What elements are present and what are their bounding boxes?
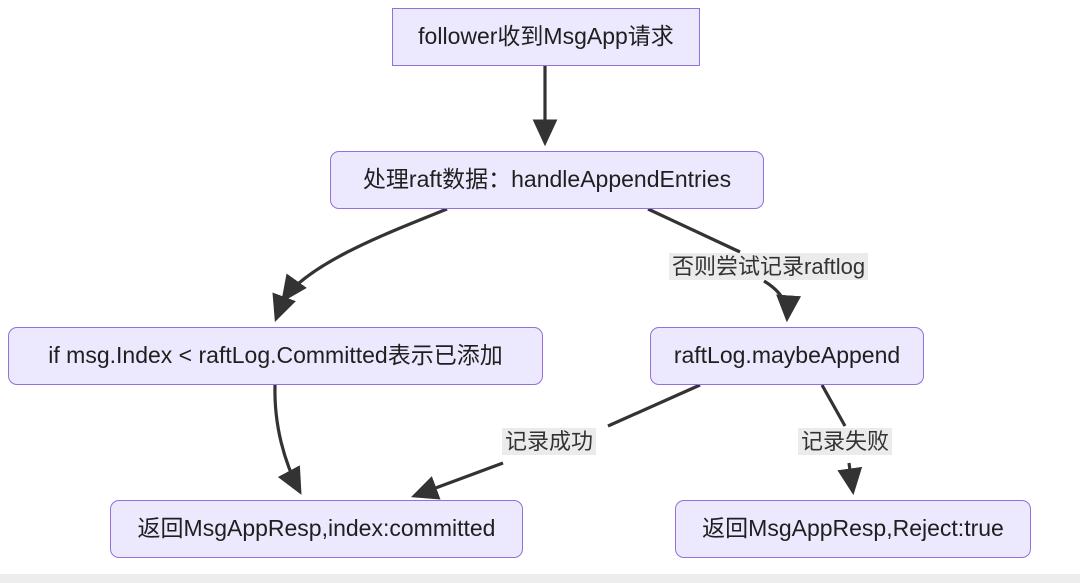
edge-n2-n3-tail (272, 292, 296, 323)
node-return-msgappresp-index-committed[interactable]: 返回MsgAppResp,index:committed (110, 500, 523, 558)
node-label: raftLog.maybeAppend (673, 342, 901, 369)
edge-n4-n6-lower (837, 462, 863, 496)
edge-n2-n3 (281, 207, 448, 303)
node-raftlog-maybe-append[interactable]: raftLog.maybeAppend (650, 327, 924, 385)
node-follower-receives-msgapp[interactable]: follower收到MsgApp请求 (392, 8, 700, 66)
node-label: 返回MsgAppResp,Reject:true (702, 515, 1004, 542)
edge-n2-n4-upper (647, 207, 741, 254)
edge-label-otherwise-try-record-raftlog: 否则尝试记录raftlog (669, 253, 869, 281)
node-label: if msg.Index < raftLog.Committed表示已添加 (48, 342, 503, 369)
node-if-index-less-than-committed[interactable]: if msg.Index < raftLog.Committed表示已添加 (8, 327, 543, 385)
node-return-msgappresp-reject-true[interactable]: 返回MsgAppResp,Reject:true (675, 500, 1031, 558)
edge-n4-n5-upper (607, 383, 701, 428)
bottom-strip (0, 574, 1080, 583)
edge-label-record-success: 记录成功 (502, 428, 597, 456)
edge-label-record-failure: 记录失败 (798, 428, 893, 456)
node-handle-append-entries[interactable]: 处理raft数据：handleAppendEntries (330, 151, 764, 209)
edge-n4-n5-lower (410, 461, 504, 500)
edge-n2-n4-lower (763, 279, 802, 323)
node-label: 处理raft数据：handleAppendEntries (362, 166, 732, 193)
edge-n3-n5 (273, 384, 302, 495)
edge-n4-n6-upper (820, 384, 847, 427)
node-label: follower收到MsgApp请求 (418, 23, 674, 50)
node-label: 返回MsgAppResp,index:committed (137, 515, 496, 542)
